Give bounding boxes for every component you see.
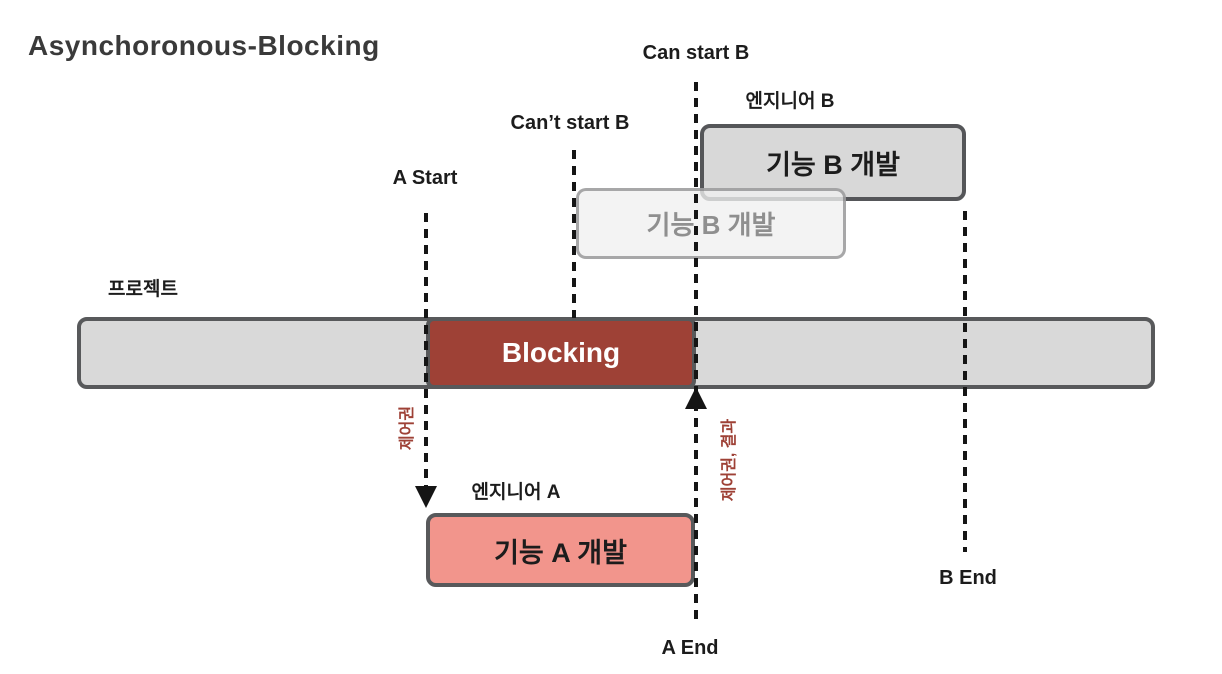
label-engineer-b: 엔지니어 B: [745, 91, 835, 112]
feature-b-ghost-bar-label: 기능 B 개발: [646, 210, 776, 240]
annotation-control-return: 제어권, 결과: [721, 418, 738, 502]
a-end-dashed-line: [694, 82, 698, 625]
label-a-end: A End: [661, 637, 719, 659]
blocking-bar: Blocking: [426, 317, 696, 389]
feature-b-ghost-bar: 기능 B 개발: [576, 188, 846, 259]
label-project: 프로젝트: [108, 279, 178, 300]
b-end-dashed-line: [963, 211, 967, 552]
label-can-start-b: Can start B: [642, 42, 750, 64]
annotation-control-pass: 제어권: [399, 405, 416, 451]
feature-a-bar: 기능 A 개발: [426, 513, 695, 587]
cant-start-b-dashed-line: [572, 150, 576, 318]
diagram-title: Asynchoronous-Blocking: [28, 30, 380, 61]
feature-a-bar-label: 기능 A 개발: [494, 537, 627, 568]
feature-b-bar-label: 기능 B 개발: [766, 150, 900, 180]
label-engineer-a: 엔지니어 A: [471, 482, 561, 503]
control-pass-arrow-down-icon: [415, 486, 437, 508]
blocking-bar-label: Blocking: [501, 337, 621, 368]
label-a-start: A Start: [392, 167, 458, 189]
control-return-arrow-up-icon: [685, 387, 707, 409]
a-start-dashed-line: [424, 213, 428, 486]
label-b-end: B End: [939, 567, 997, 589]
label-cant-start-b: Can’t start B: [510, 112, 630, 134]
